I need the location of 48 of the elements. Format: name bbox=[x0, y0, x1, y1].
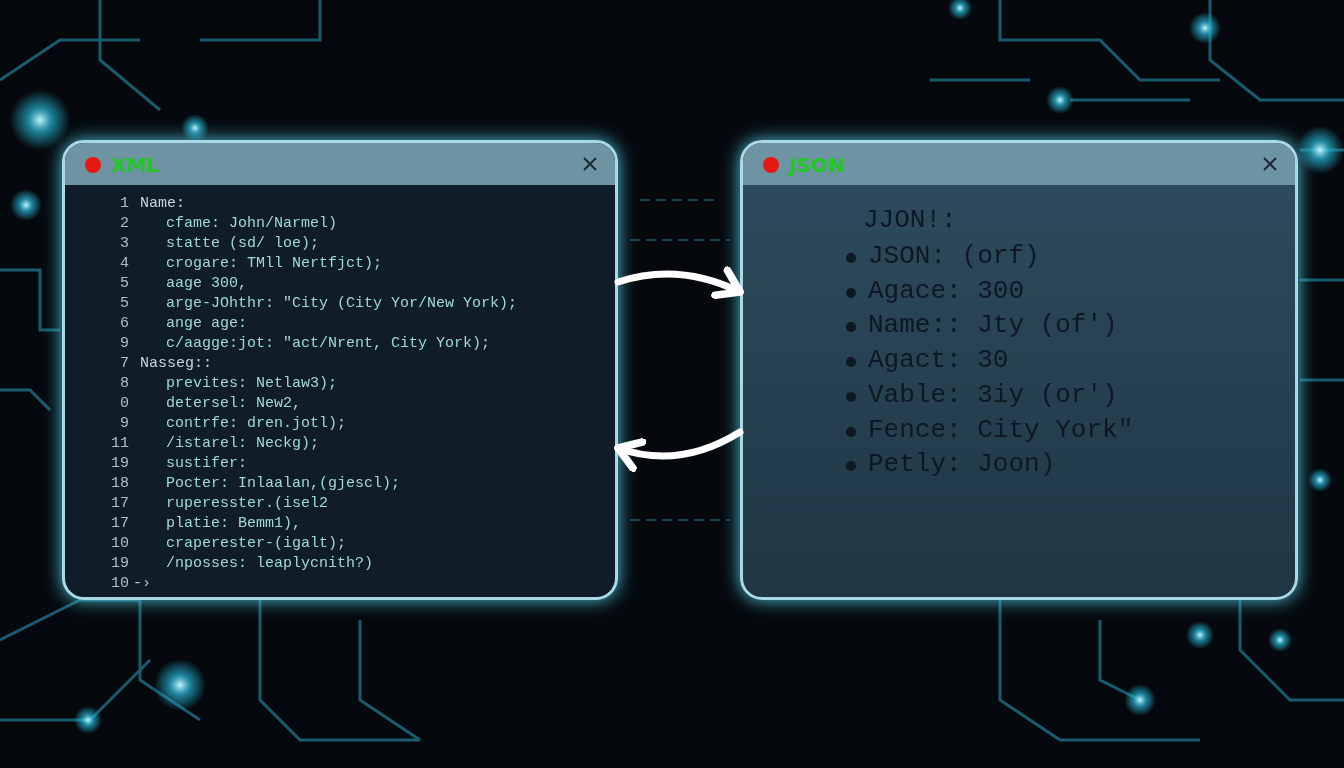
code-line: ange age: bbox=[166, 315, 247, 332]
code-heading: JJON!: bbox=[863, 205, 957, 235]
code-line: /istarel: Neckg); bbox=[166, 435, 320, 452]
code-line: arge-JOhthr: "City (City Yor/New York); bbox=[166, 295, 518, 312]
arrow bbox=[614, 266, 744, 300]
arrow bbox=[614, 428, 744, 472]
line-number: 9 bbox=[119, 335, 129, 352]
code-window bbox=[740, 140, 1298, 600]
code-line: -› bbox=[133, 575, 151, 592]
code-line: Nasseg:: bbox=[140, 355, 212, 372]
line-number: 3 bbox=[119, 235, 129, 252]
line-number: 7 bbox=[119, 355, 129, 372]
code-line: prevites: Netlaw3); bbox=[166, 375, 338, 392]
line-number: 8 bbox=[119, 375, 129, 392]
list-item: JSON: (orf) bbox=[868, 241, 1040, 271]
code-line: craperester-(igalt); bbox=[166, 535, 347, 552]
code-line: sustifer: bbox=[166, 455, 247, 472]
window-title: JSON bbox=[789, 153, 845, 177]
line-number: 4 bbox=[119, 255, 129, 272]
code-window bbox=[62, 140, 618, 600]
code-line: c/aagge:jot: "act/Nrent, City York); bbox=[166, 335, 491, 352]
code-line: statte (sd/ loe); bbox=[166, 235, 320, 252]
line-number: 9 bbox=[119, 415, 129, 432]
window-title: XML bbox=[111, 153, 160, 177]
line-number: 19 bbox=[110, 455, 129, 472]
line-number: 17 bbox=[110, 515, 129, 532]
code-line: Pocter: Inlaalan,(gjescl); bbox=[166, 475, 401, 492]
code-line: Name: bbox=[140, 195, 185, 212]
line-number: 5 bbox=[119, 275, 129, 292]
line-number: 11 bbox=[110, 435, 129, 452]
line-number: 1 bbox=[119, 195, 129, 212]
line-number: 5 bbox=[119, 295, 129, 312]
line-number: 17 bbox=[110, 495, 129, 512]
code-line: ruperesster.(isel2 bbox=[166, 495, 329, 512]
line-number: 10 bbox=[110, 575, 129, 592]
code-line: contrfe: dren.jotl); bbox=[166, 415, 347, 432]
line-number: 10 bbox=[110, 535, 129, 552]
line-number: 2 bbox=[119, 215, 129, 232]
line-number: 0 bbox=[119, 395, 129, 412]
line-number: 19 bbox=[110, 555, 129, 572]
code-line: detersel: New2, bbox=[166, 395, 302, 412]
code-line: aage 300, bbox=[166, 275, 247, 292]
line-number: 18 bbox=[110, 475, 129, 492]
code-line: /nposses: leaplycnith?) bbox=[166, 555, 374, 572]
code-line: cfame: John/Narmel) bbox=[166, 215, 338, 232]
line-number: 6 bbox=[119, 315, 129, 332]
code-line: crogare: TMll Nertfjct); bbox=[166, 255, 383, 272]
code-line: platie: Bemm1), bbox=[166, 515, 302, 532]
